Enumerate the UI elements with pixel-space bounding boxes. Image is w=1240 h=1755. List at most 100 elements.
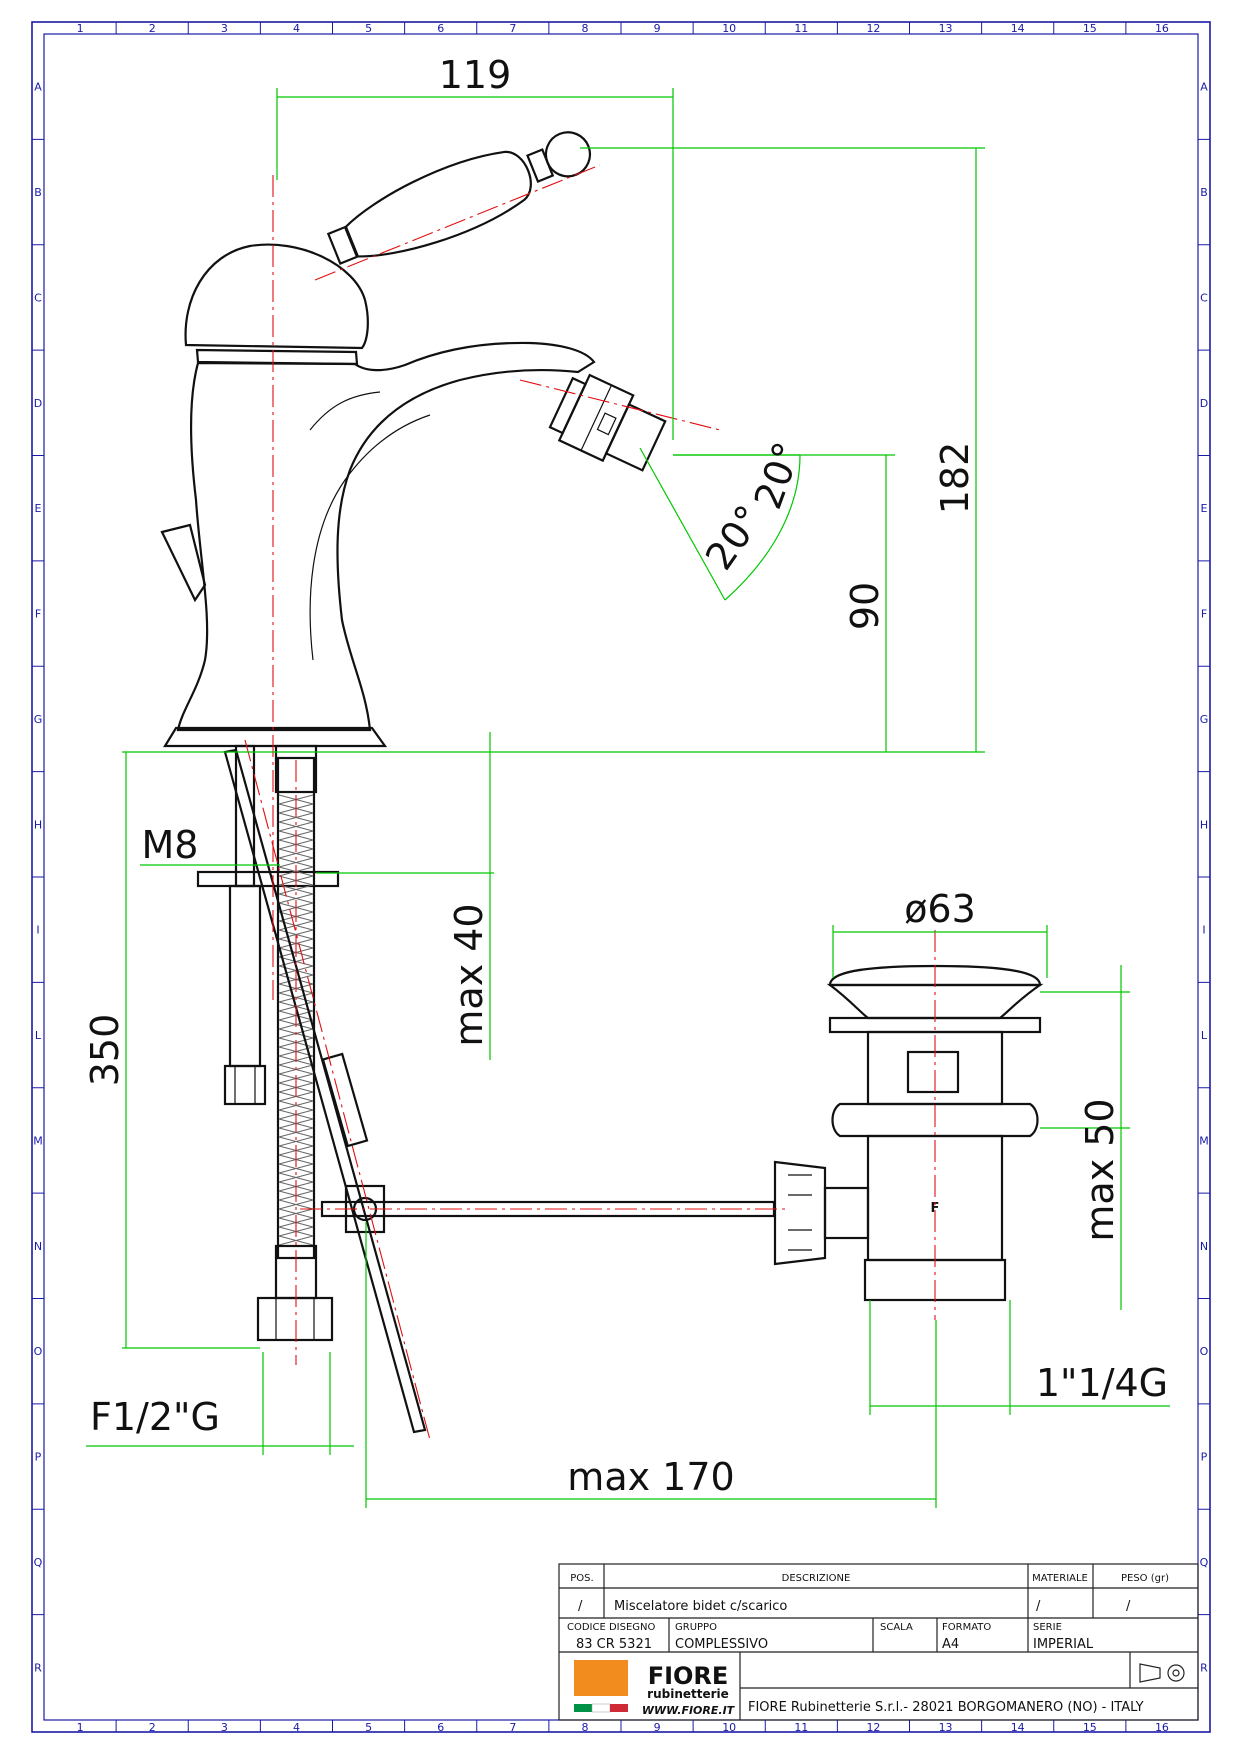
mixer-dome — [184, 243, 369, 350]
logo-name: FIORE — [648, 1662, 729, 1690]
grid-row-label: P — [35, 1451, 42, 1464]
grid-col-label: 8 — [581, 1721, 588, 1734]
tb-scale-header: SCALA — [880, 1622, 913, 1633]
grid-row-label: G — [34, 713, 43, 726]
logo-sub: rubinetterie — [647, 1687, 729, 1701]
braid-stroke — [278, 821, 314, 832]
grid-row-label: I — [36, 924, 39, 937]
popup-rod-diagonal — [223, 748, 427, 1434]
dim-350-text: 350 — [83, 1014, 127, 1087]
waste-locknut — [831, 1102, 1039, 1138]
body-highlight-lower — [309, 414, 431, 661]
angle-lower-text: 20° — [697, 497, 772, 577]
grid-row-label: E — [1201, 502, 1208, 515]
grid-row-label: B — [1200, 186, 1208, 199]
tb-weight-value: / — [1126, 1599, 1131, 1614]
nozzle-ring-1 — [548, 376, 587, 435]
pop-up-waste: F — [773, 964, 1044, 1302]
tb-material-value: / — [1036, 1599, 1041, 1614]
tb-pos-header: POS. — [570, 1573, 593, 1584]
dim-182-text: 182 — [933, 442, 977, 515]
grid-col-label: 15 — [1083, 22, 1097, 35]
grid-row-label: G — [1200, 713, 1209, 726]
grid-col-label: 11 — [794, 1721, 808, 1734]
popup-rod-axis — [244, 739, 431, 1441]
grid-col-label: 13 — [939, 22, 953, 35]
grid-col-label: 14 — [1011, 22, 1025, 35]
tb-code-value: 83 CR 5321 — [576, 1637, 652, 1652]
grid-row-label: B — [34, 186, 42, 199]
braid-stroke — [278, 848, 314, 859]
grid-col-label: 8 — [581, 22, 588, 35]
grid-col-label: 10 — [722, 22, 736, 35]
grid-row-label: Q — [1200, 1556, 1209, 1569]
mixer-body-outline — [176, 341, 596, 732]
grid-row-label: C — [34, 291, 42, 304]
body-highlight-upper — [309, 391, 381, 431]
tb-descr-header: DESCRIZIONE — [782, 1573, 851, 1584]
braid-stroke — [278, 857, 314, 868]
tb-group-value: COMPLESSIVO — [675, 1637, 768, 1652]
title-block-frame — [558, 1563, 1199, 1721]
nozzle-tip — [604, 402, 667, 472]
grid-row-label: A — [1200, 81, 1208, 94]
title-block: POS. DESCRIZIONE MATERIALE PESO (gr) / M… — [558, 1563, 1199, 1721]
grid-col-label: 9 — [654, 22, 661, 35]
grid-col-label: 1 — [77, 1721, 84, 1734]
grid-row-label: E — [35, 502, 42, 515]
grid-row-label: H — [34, 818, 42, 831]
handle-grip — [344, 150, 532, 258]
waste-side-knob — [773, 1160, 827, 1266]
grid-col-label: 2 — [149, 22, 156, 35]
lever-handle — [326, 131, 592, 265]
waste-label: F — [931, 1201, 940, 1216]
grid-row-label: R — [1200, 1661, 1208, 1674]
grid-col-label: 2 — [149, 1721, 156, 1734]
grid-row-label: L — [35, 1029, 42, 1042]
grid-col-label: 5 — [365, 1721, 372, 1734]
grid-row-label: N — [34, 1240, 42, 1253]
grid-col-label: 16 — [1155, 22, 1169, 35]
grid-row-label: C — [1200, 291, 1208, 304]
braid-stroke — [278, 929, 314, 940]
grid-row-label: H — [1200, 818, 1208, 831]
zone-grid: 1122334455667788991010111112121313141415… — [32, 22, 1210, 1734]
mixer-body — [160, 243, 667, 748]
grid-col-label: 12 — [866, 1721, 880, 1734]
dim-max40-text: max 40 — [447, 903, 491, 1046]
grid-col-label: 15 — [1083, 1721, 1097, 1734]
fiore-logo: FIORE rubinetterie WWW.FIORE.IT — [574, 1660, 736, 1717]
grid-col-label: 7 — [509, 22, 516, 35]
braid-stroke — [278, 1208, 314, 1219]
tb-descr-value: Miscelatore bidet c/scarico — [614, 1599, 787, 1614]
grid-row-label: A — [34, 81, 42, 94]
popup-lever — [160, 523, 207, 603]
grid-row-label: Q — [34, 1556, 43, 1569]
tb-weight-header: PESO (gr) — [1121, 1573, 1169, 1584]
grid-col-label: 11 — [794, 22, 808, 35]
dim-max50-text: max 50 — [1078, 1098, 1122, 1241]
mixer-ring — [195, 348, 359, 366]
grid-col-label: 5 — [365, 22, 372, 35]
grid-row-label: N — [1200, 1240, 1208, 1253]
braid-stroke — [278, 1172, 314, 1183]
braid-stroke — [278, 884, 314, 895]
grid-row-label: O — [34, 1345, 43, 1358]
dim-f12-text: F1/2"G — [90, 1395, 220, 1439]
grid-col-label: 13 — [939, 1721, 953, 1734]
grid-col-label: 3 — [221, 22, 228, 35]
angle-upper-text: 20° — [746, 436, 810, 514]
aerator-nozzle — [548, 373, 667, 472]
tb-pos-value: / — [578, 1599, 583, 1614]
projection-circle-outer — [1167, 1664, 1185, 1682]
dim-d63-text: ø63 — [904, 887, 976, 931]
grid-row-label: F — [35, 608, 41, 621]
grid-col-label: 7 — [509, 1721, 516, 1734]
grid-row-label: R — [34, 1661, 42, 1674]
grid-row-label: M — [1199, 1134, 1209, 1147]
mixer-base — [163, 726, 388, 748]
grid-row-label: L — [1201, 1029, 1208, 1042]
nozzle-divider — [580, 384, 613, 451]
